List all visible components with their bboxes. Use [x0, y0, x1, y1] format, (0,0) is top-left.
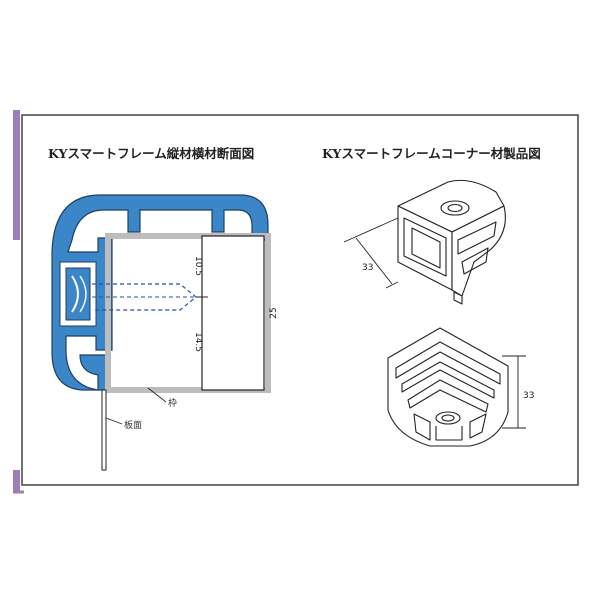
corner-piece-upper	[397, 179, 506, 305]
dimension-upper	[343, 217, 399, 289]
right-figure-title: KYスマートフレームコーナー材製品図	[322, 146, 541, 161]
purple-accent-top	[13, 110, 20, 240]
left-figure-title: KYスマートフレーム縦材横材断面図	[48, 146, 254, 161]
corner-piece-lower	[387, 327, 509, 447]
dim-10-5: 10.5	[193, 256, 203, 276]
dim-33-upper: 33	[362, 263, 373, 273]
dim-14-5: 14.5	[193, 332, 203, 352]
label-panel-face: 板面	[124, 419, 142, 431]
dim-33-lower: 33	[523, 391, 534, 401]
label-frame: 枠	[168, 397, 177, 409]
dimension-lower	[502, 355, 526, 429]
frame-channel	[105, 233, 271, 393]
cross-section-figure: 10.5 14.5 25 枠 板面	[51, 194, 279, 471]
dim-25: 25	[269, 307, 279, 318]
purple-accent-bottom	[13, 470, 20, 492]
panel-board	[101, 389, 107, 471]
panel-insert	[201, 235, 265, 391]
